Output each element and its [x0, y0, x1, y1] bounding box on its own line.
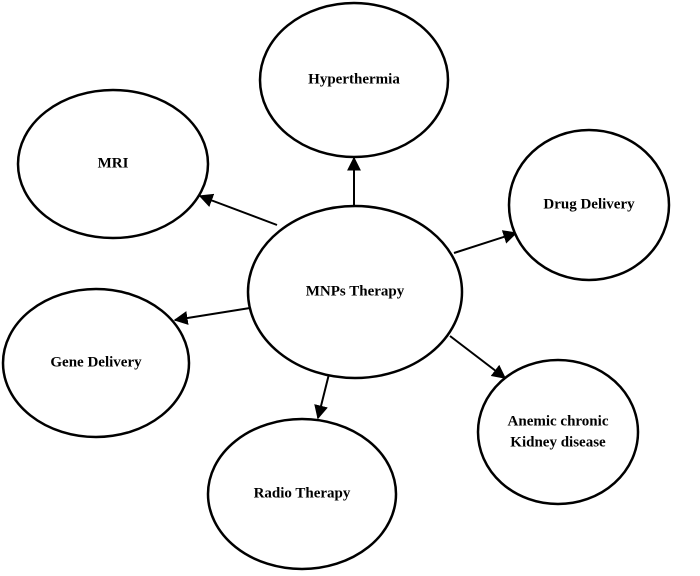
- node-mri-label: MRI: [98, 155, 129, 171]
- arrow-to-gene-delivery: [173, 307, 251, 325]
- node-gene-delivery: Gene Delivery: [1, 287, 191, 439]
- node-hyperthermia: Hyperthermia: [258, 1, 450, 159]
- node-radio-therapy-label: Radio Therapy: [254, 485, 351, 501]
- node-mri: MRI: [16, 88, 210, 240]
- arrow-to-drug-delivery: [453, 230, 518, 254]
- node-center-label: MNPs Therapy: [306, 283, 405, 299]
- node-center: MNPs Therapy: [246, 204, 464, 380]
- node-gene-delivery-label: Gene Delivery: [50, 354, 142, 370]
- arrow-to-radio-therapy: [314, 369, 331, 420]
- node-anemic-ckd-label-line-1: Anemic chronic: [508, 413, 609, 429]
- node-anemic-ckd: Anemic chronic Kidney disease: [476, 358, 640, 506]
- node-drug-delivery-label: Drug Delivery: [543, 196, 635, 212]
- arrow-to-anemic-ckd: [449, 335, 507, 379]
- edges: [173, 156, 518, 420]
- node-hyperthermia-label: Hyperthermia: [308, 71, 400, 87]
- node-drug-delivery: Drug Delivery: [507, 128, 671, 282]
- arrow-to-mri: [198, 193, 278, 226]
- node-radio-therapy: Radio Therapy: [206, 417, 398, 571]
- node-anemic-ckd-label-line-2: Kidney disease: [510, 434, 606, 450]
